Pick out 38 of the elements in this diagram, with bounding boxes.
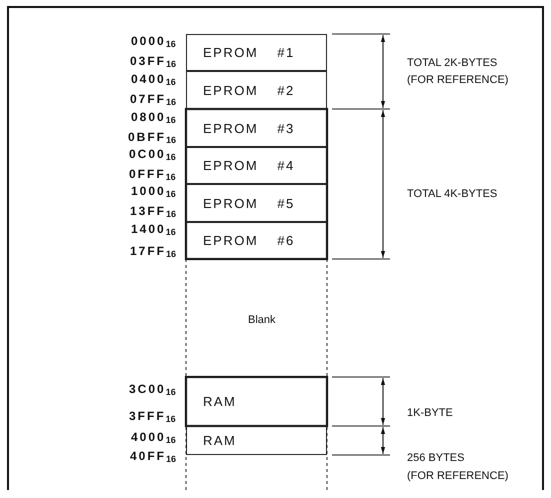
address-label: 13FF$_{16}$ (130, 204, 176, 220)
address-label: 1000$_{16}$ (131, 184, 176, 200)
block-label: RAM (203, 394, 236, 409)
block-label: EPROM #6 (203, 233, 295, 248)
address-label: 0800$_{16}$ (131, 110, 176, 126)
region-label: Blank (248, 313, 276, 327)
address-label: 3C00$_{16}$ (129, 382, 176, 398)
address-label: 0BFF$_{16}$ (128, 130, 176, 146)
address-label: 40FF$_{16}$ (130, 448, 176, 466)
memory-block (186, 109, 327, 147)
address-label: 4000$_{16}$ (131, 430, 176, 446)
note-text: 256 BYTES (407, 451, 464, 465)
address-label: 0400$_{16}$ (131, 72, 176, 88)
note-text: (FOR REFERENCE) (407, 469, 508, 483)
address-label: 07FF$_{16}$ (130, 92, 176, 108)
note-text: (FOR REFERENCE) (407, 73, 508, 87)
block-label: RAM (203, 433, 236, 448)
address-label: 0FFF$_{16}$ (129, 166, 176, 184)
block-label: EPROM #5 (203, 196, 295, 210)
block-label: EPROM #3 (203, 120, 295, 136)
memory-block (186, 426, 327, 455)
address-label: 03FF$_{16}$ (130, 54, 176, 70)
address-label: 17FF$_{16}$ (130, 244, 176, 260)
note-text: TOTAL 2K-BYTES (407, 56, 498, 70)
address-label: 3FFF$_{16}$ (129, 408, 176, 426)
note-text: TOTAL 4K-BYTES (407, 187, 498, 201)
address-label: 1400$_{16}$ (131, 222, 176, 238)
memory-block (186, 147, 327, 184)
block-label: EPROM #2 (203, 82, 295, 98)
block-label: EPROM #1 (203, 45, 295, 60)
memory-block (186, 222, 327, 259)
address-label: 0C00$_{16}$ (129, 146, 176, 164)
memory-block (186, 184, 327, 222)
memory-block (186, 34, 327, 71)
memory-block (186, 71, 327, 109)
block-label: EPROM #4 (203, 158, 295, 173)
address-label: 0000$_{16}$ (131, 34, 176, 50)
note-text: 1K-BYTE (407, 406, 453, 420)
